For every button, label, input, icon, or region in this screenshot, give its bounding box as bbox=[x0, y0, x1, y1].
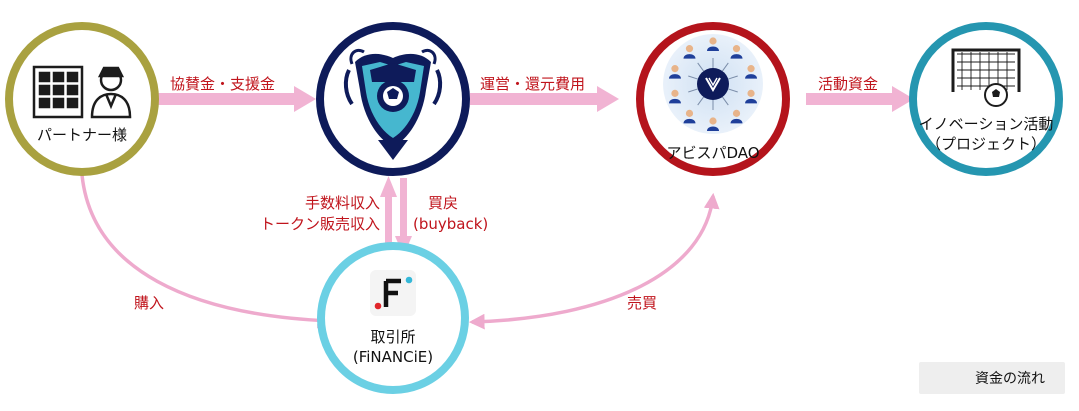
legend: 資金の流れ bbox=[919, 362, 1065, 394]
dao-member-link bbox=[722, 96, 729, 106]
node-club bbox=[316, 22, 470, 176]
dao-member-body bbox=[668, 98, 681, 104]
dao-label: アビスパDAO bbox=[666, 144, 760, 162]
edge-label-fee-line1: 手数料収入 bbox=[304, 194, 380, 212]
dao-member-body bbox=[745, 98, 758, 104]
innovation-label-line2: （プロジェクト） bbox=[925, 135, 1046, 153]
edge-label-buyback-line2: (buyback) bbox=[413, 215, 489, 233]
building-icon bbox=[32, 65, 84, 119]
edge-label-buyback-line1: 買戻 bbox=[428, 194, 459, 212]
edge-label-fee-line2: トークン販売収入 bbox=[259, 215, 380, 233]
edge-label-activity-funds: 活動資金 bbox=[818, 75, 879, 93]
edge-label-sponsorship: 協賛金・支援金 bbox=[170, 75, 276, 93]
node-partner bbox=[5, 22, 159, 176]
arrow-sponsorship bbox=[157, 86, 316, 112]
dao-center-logo-icon bbox=[697, 68, 729, 100]
dao-member-link bbox=[688, 88, 698, 93]
dao-member-link bbox=[728, 88, 738, 93]
exchange-label-line2: (FiNANCiE) bbox=[352, 348, 434, 366]
dao-member-body bbox=[707, 46, 719, 51]
businessman-icon bbox=[90, 66, 132, 119]
arrow-trade bbox=[468, 192, 720, 330]
dao-member-link bbox=[688, 75, 698, 80]
dao-member-head bbox=[747, 89, 755, 97]
innovation-label-line1: イノベーション活動 bbox=[918, 115, 1054, 133]
arrow-purchase bbox=[80, 174, 334, 329]
dao-member-body bbox=[730, 54, 743, 59]
arrow-activity-funds bbox=[806, 86, 914, 112]
club-emblem-icon bbox=[343, 48, 443, 160]
dao-member-body bbox=[668, 74, 681, 79]
dao-member-head bbox=[685, 109, 694, 117]
node-exchange bbox=[317, 242, 469, 394]
exchange-label-line1: 取引所 bbox=[370, 328, 416, 346]
node-dao bbox=[636, 22, 790, 176]
node-innovation bbox=[909, 22, 1063, 176]
partner-label: パートナー様 bbox=[36, 126, 127, 144]
soccer-ball-icon bbox=[984, 83, 1008, 107]
dao-member-head bbox=[732, 45, 741, 53]
dao-member-link bbox=[697, 62, 704, 72]
edge-label-trade: 売買 bbox=[627, 294, 658, 312]
edge-label-purchase: 購入 bbox=[134, 294, 165, 312]
dao-member-body bbox=[683, 54, 696, 59]
arrow-fee-up bbox=[380, 176, 397, 255]
dao-member-head bbox=[709, 37, 717, 45]
financie-logo-icon bbox=[370, 270, 416, 316]
dao-member-head bbox=[671, 89, 679, 97]
arrow-operation bbox=[470, 86, 619, 112]
dao-member-head bbox=[732, 109, 741, 117]
dao-member-body bbox=[683, 118, 696, 124]
dao-member-body bbox=[745, 74, 758, 79]
dao-member-body bbox=[730, 118, 743, 124]
dao-member-link bbox=[722, 62, 729, 72]
dao-member-link bbox=[728, 75, 738, 80]
legend-label: 資金の流れ bbox=[975, 371, 1045, 387]
dao-member-head bbox=[671, 65, 679, 73]
soccer-goal-icon bbox=[951, 48, 1021, 92]
dao-member-head bbox=[709, 117, 717, 125]
dao-member-head bbox=[747, 65, 755, 73]
edge-label-operation: 運営・還元費用 bbox=[480, 75, 586, 93]
dao-member-head bbox=[685, 45, 694, 53]
dao-member-body bbox=[707, 126, 719, 131]
dao-members-icon bbox=[668, 37, 758, 131]
dao-member-link bbox=[697, 96, 704, 106]
